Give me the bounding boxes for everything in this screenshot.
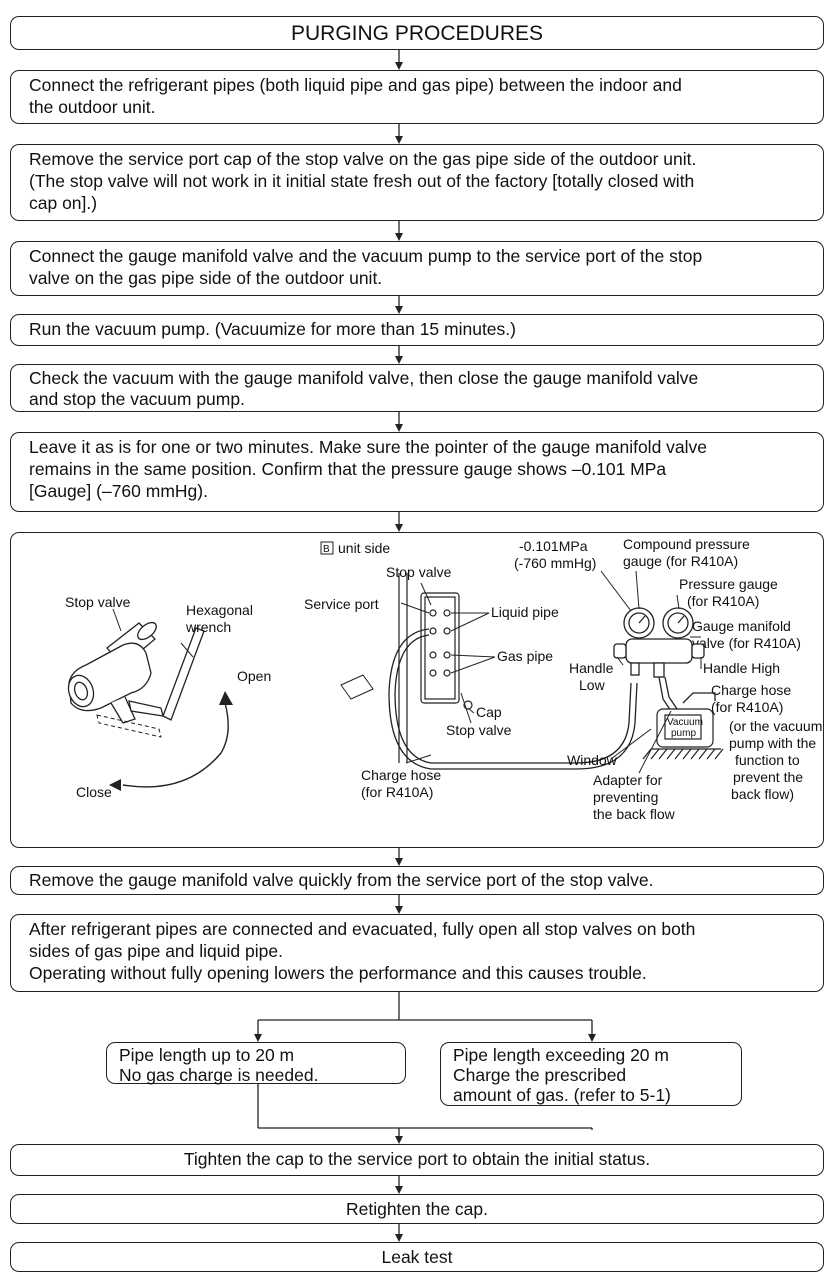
label-unit-side: unit side [338, 540, 390, 556]
step-connect-pipes: Connect the refrigerant pipes (both liqu… [10, 70, 824, 124]
step-line: cap on].) [29, 193, 98, 213]
step-line: and stop the vacuum pump. [29, 389, 245, 409]
label-compound-gauge-1: Compound pressure [623, 536, 750, 552]
label-charge-hose-right-1: Charge hose [711, 682, 791, 698]
unit-side-mark-box [320, 541, 334, 555]
label-vacuum-reading-1: -0.101MPa [519, 538, 588, 554]
label-handle-low-2: Low [579, 677, 606, 693]
purging-diagram: Stop valve Hexagonal wrench Open Close B… [65, 536, 822, 822]
label-liquid-pipe: Liquid pipe [491, 604, 559, 620]
label-adapter-3: the back flow [593, 806, 676, 822]
label-alt-pump-5: back flow) [731, 786, 794, 802]
unit-tag [340, 674, 374, 700]
step-remove-manifold: Remove the gauge manifold valve quickly … [10, 866, 824, 895]
label-charge-hose-left-2: (for R410A) [361, 784, 433, 800]
step-line: the outdoor unit. [29, 97, 156, 117]
label-stop-valve-bottom: Stop valve [446, 722, 512, 738]
label-charge-hose-right-2: (for R410A) [711, 699, 783, 715]
label-window: Window [567, 752, 618, 768]
label-gas-pipe: Gas pipe [497, 648, 553, 664]
step-line: Operating without fully opening lowers t… [29, 963, 647, 983]
step-line: Connect the refrigerant pipes (both liqu… [29, 75, 682, 95]
label-adapter-2: preventing [593, 789, 658, 805]
step-run-pump: Run the vacuum pump. (Vacuumize for more… [10, 314, 824, 346]
stop-valve-illustration [67, 621, 205, 724]
label-open: Open [237, 668, 271, 684]
label-alt-pump-3: function to [735, 752, 800, 768]
charge-hose-left [388, 628, 638, 770]
step-open-valves: After refrigerant pipes are connected an… [10, 914, 824, 992]
branch-long-pipe: Pipe length exceeding 20 m Charge the pr… [440, 1042, 742, 1106]
label-vacuum-reading-2: (-760 mmHg) [514, 555, 596, 571]
branch-line: Charge the prescribed [453, 1065, 627, 1085]
step-line: Remove the service port cap of the stop … [29, 149, 697, 169]
label-stop-valve: Stop valve [65, 594, 131, 610]
step-check-vacuum: Check the vacuum with the gauge manifold… [10, 364, 824, 412]
label-service-port: Service port [304, 596, 379, 612]
step-tighten-cap: Tighten the cap to the service port to o… [10, 1144, 824, 1176]
gauge-manifold [613, 607, 705, 678]
label-pressure-gauge-2: (for R410A) [687, 593, 759, 609]
step-line: sides of gas pipe and liquid pipe. [29, 941, 283, 961]
outdoor-unit-side [398, 573, 473, 763]
step-line: After refrigerant pipes are connected an… [29, 919, 696, 939]
label-charge-hose-left-1: Charge hose [361, 767, 441, 783]
branch-line: No gas charge is needed. [119, 1065, 319, 1085]
step-remove-cap: Remove the service port cap of the stop … [10, 144, 824, 221]
step-line: Connect the gauge manifold valve and the… [29, 246, 703, 266]
label-handle-high: Handle High [703, 660, 780, 676]
wrench-ghost [96, 714, 162, 738]
step-line: valve on the gas pipe side of the outdoo… [29, 268, 383, 288]
label-stop-valve-top: Stop valve [386, 564, 452, 580]
label-handle-low-1: Handle [569, 660, 614, 676]
step-leave-as-is: Leave it as is for one or two minutes. M… [10, 432, 824, 512]
label-pressure-gauge-1: Pressure gauge [679, 576, 778, 592]
label-alt-pump-1: (or the vacuum [729, 718, 822, 734]
label-pump-1: Vacuum [667, 717, 703, 728]
page-title: PURGING PROCEDURES [10, 16, 824, 50]
step-line: Remove the gauge manifold valve quickly … [29, 870, 654, 890]
branch-short-pipe: Pipe length up to 20 m No gas charge is … [106, 1042, 406, 1085]
step-line: Leave it as is for one or two minutes. M… [29, 437, 708, 457]
step-retighten-cap: Retighten the cap. [10, 1194, 824, 1224]
step-line: (The stop valve will not work in it init… [29, 171, 695, 191]
label-adapter-1: Adapter for [593, 772, 663, 788]
label-pump-2: pump [671, 728, 696, 739]
step-line: [Gauge] (–760 mmHg). [29, 481, 208, 501]
label-alt-pump-4: prevent the [733, 769, 803, 785]
label-manifold-1: Gauge manifold [692, 618, 791, 634]
vacuum-pump [642, 708, 724, 760]
purging-diagram-panel: Stop valve Hexagonal wrench Open Close B… [10, 532, 824, 848]
label-hex-wrench-1: Hexagonal [186, 602, 253, 618]
label-alt-pump-2: pump with the [729, 735, 816, 751]
branch-line: Pipe length up to 20 m [119, 1045, 295, 1065]
step-line: Run the vacuum pump. (Vacuumize for more… [29, 319, 516, 339]
branch-line: amount of gas. (refer to 5-1) [453, 1085, 671, 1105]
label-compound-gauge-2: gauge (for R410A) [623, 553, 738, 569]
unit-side-mark: B [323, 544, 330, 555]
step-line: Check the vacuum with the gauge manifold… [29, 368, 699, 388]
label-hex-wrench-2: wrench [185, 619, 231, 635]
step-connect-manifold: Connect the gauge manifold valve and the… [10, 241, 824, 296]
branch-line: Pipe length exceeding 20 m [453, 1045, 669, 1065]
label-close: Close [76, 784, 112, 800]
label-cap: Cap [476, 704, 502, 720]
rotation-arc [122, 702, 229, 788]
label-manifold-2: valve (for R410A) [692, 635, 801, 651]
step-leak-test: Leak test [10, 1242, 824, 1272]
step-line: remains in the same position. Confirm th… [29, 459, 667, 479]
